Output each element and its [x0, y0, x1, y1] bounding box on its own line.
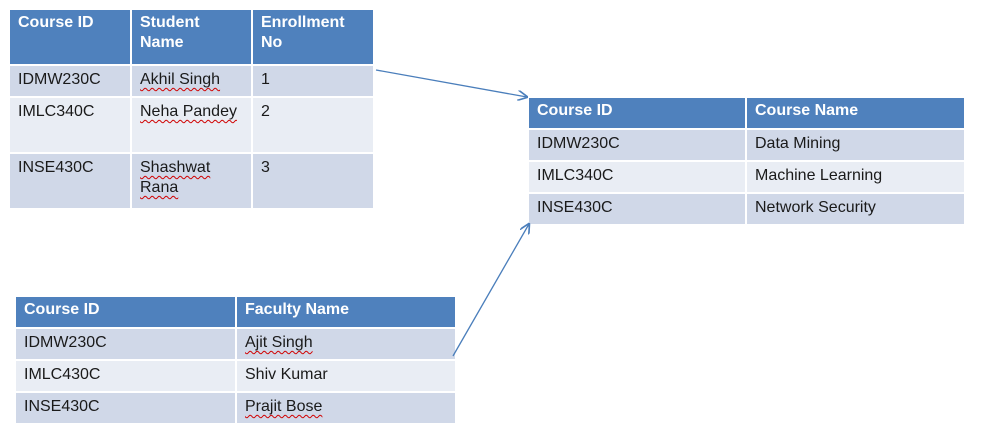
table-row: IMLC340C Neha Pandey 2 [10, 98, 373, 152]
arrow-enrollment-to-course [375, 69, 527, 97]
course-table: Course ID Course Name IDMW230C Data Mini… [527, 96, 966, 226]
student-name-text: Shashwat Rana [140, 159, 211, 196]
cell-student-name: Shashwat Rana [132, 154, 251, 208]
table-header-row: Course ID Student Name Enrollment No [10, 10, 373, 64]
cell-enrollment-no: 3 [253, 154, 373, 208]
cell-course-id: INSE430C [16, 393, 235, 423]
header-enrollment-no: Enrollment No [253, 10, 373, 64]
cell-course-id: IDMW230C [16, 329, 235, 359]
cell-course-id: IDMW230C [10, 66, 130, 96]
cell-enrollment-no: 2 [253, 98, 373, 152]
cell-faculty-name: Shiv Kumar [237, 361, 455, 391]
header-course-id: Course ID [10, 10, 130, 64]
faculty-name-text: Prajit Bose [245, 398, 323, 415]
cell-course-id: IMLC340C [10, 98, 130, 152]
header-course-id: Course ID [529, 98, 745, 128]
student-name-text: Neha Pandey [140, 103, 237, 120]
student-name-text: Akhil Singh [140, 71, 221, 88]
table-row: INSE430C Prajit Bose [16, 393, 455, 423]
table-row: INSE430C Shashwat Rana 3 [10, 154, 373, 208]
header-student-name: Student Name [132, 10, 251, 64]
table-header-row: Course ID Course Name [529, 98, 964, 128]
header-course-id: Course ID [16, 297, 235, 327]
cell-student-name: Neha Pandey [132, 98, 251, 152]
cell-course-id: IMLC430C [16, 361, 235, 391]
cell-course-name: Network Security [747, 194, 964, 224]
table-header-row: Course ID Faculty Name [16, 297, 455, 327]
faculty-table: Course ID Faculty Name IDMW230C Ajit Sin… [14, 295, 457, 425]
enrollment-table: Course ID Student Name Enrollment No IDM… [8, 8, 375, 210]
faculty-name-text: Ajit Singh [245, 334, 313, 351]
header-course-name: Course Name [747, 98, 964, 128]
table-row: IMLC340C Machine Learning [529, 162, 964, 192]
table-row: IMLC430C Shiv Kumar [16, 361, 455, 391]
table-row: INSE430C Network Security [529, 194, 964, 224]
cell-faculty-name: Ajit Singh [237, 329, 455, 359]
cell-course-name: Machine Learning [747, 162, 964, 192]
cell-course-id: IMLC340C [529, 162, 745, 192]
cell-faculty-name: Prajit Bose [237, 393, 455, 423]
table-row: IDMW230C Data Mining [529, 130, 964, 160]
cell-course-id: IDMW230C [529, 130, 745, 160]
header-faculty-name: Faculty Name [237, 297, 455, 327]
table-row: IDMW230C Ajit Singh [16, 329, 455, 359]
arrow-faculty-to-course [452, 224, 529, 357]
table-row: IDMW230C Akhil Singh 1 [10, 66, 373, 96]
cell-enrollment-no: 1 [253, 66, 373, 96]
cell-course-id: INSE430C [10, 154, 130, 208]
cell-course-id: INSE430C [529, 194, 745, 224]
cell-student-name: Akhil Singh [132, 66, 251, 96]
cell-course-name: Data Mining [747, 130, 964, 160]
